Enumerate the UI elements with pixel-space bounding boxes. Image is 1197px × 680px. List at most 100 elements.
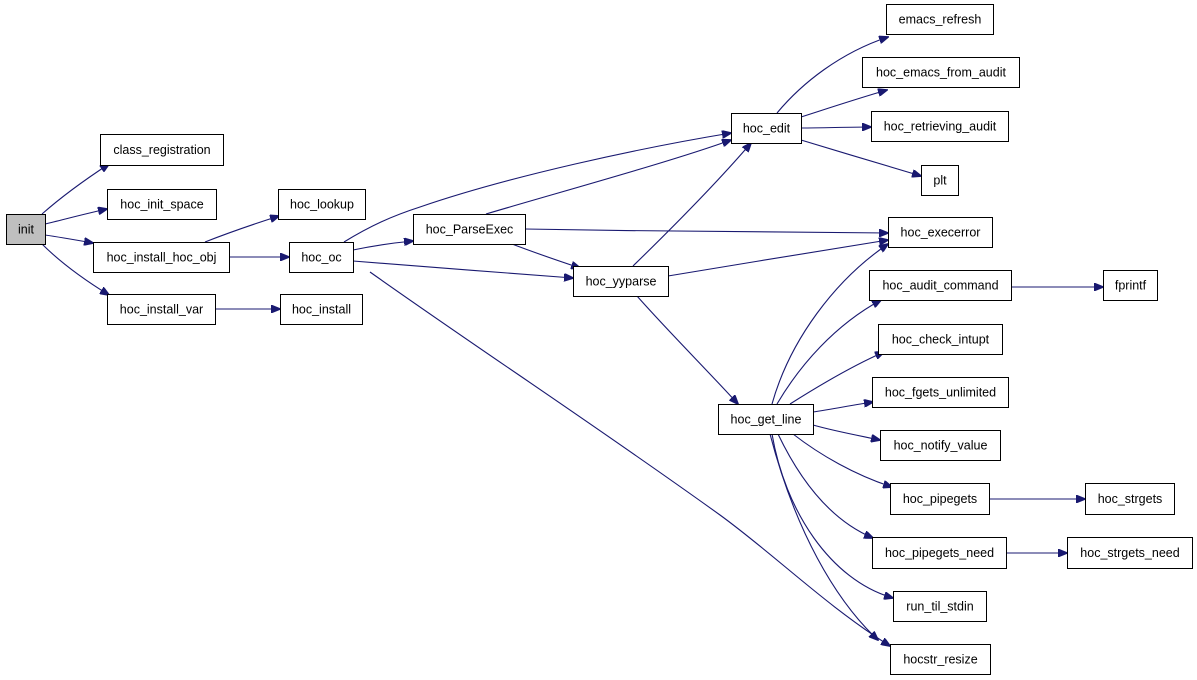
edge-line <box>44 209 107 225</box>
edge-line <box>776 300 881 405</box>
edge-hoc_get_line-to-hoc_notify_value <box>812 424 880 440</box>
node-label: hoc_fgets_unlimited <box>885 386 996 400</box>
node-fprintf[interactable]: fprintf <box>1103 270 1158 301</box>
node-label: hoc_execerror <box>901 226 981 240</box>
node-box <box>862 57 1020 88</box>
node-box <box>872 377 1009 408</box>
edge-line <box>771 433 893 598</box>
node-hoc_pipegets[interactable]: hoc_pipegets <box>890 483 990 515</box>
node-label: hoc_pipegets_need <box>885 546 994 560</box>
edge-line <box>769 433 878 640</box>
node-label: hoc_pipegets <box>903 492 977 506</box>
node-label: hoc_check_intupt <box>892 333 990 347</box>
edge-line <box>812 424 880 440</box>
edge-line <box>812 402 873 413</box>
node-box <box>573 266 669 297</box>
edge-hoc_edit-to-emacs_refresh <box>776 37 888 114</box>
node-label: hoc_notify_value <box>894 439 988 453</box>
node-box <box>107 294 216 325</box>
edge-line <box>352 241 413 251</box>
node-box <box>289 242 354 273</box>
node-label: init <box>18 223 35 237</box>
node-label: hoc_emacs_from_audit <box>876 66 1006 80</box>
node-label: hoc_init_space <box>120 198 203 212</box>
edge-line <box>41 243 109 295</box>
node-box <box>888 217 993 248</box>
node-hoc_oc[interactable]: hoc_oc <box>289 242 354 273</box>
node-hoc_ParseExec[interactable]: hoc_ParseExec <box>413 214 526 245</box>
node-hoc_retrieving_audit[interactable]: hoc_retrieving_audit <box>871 111 1009 142</box>
node-box <box>878 324 1003 355</box>
edge-hoc_yyparse-to-hoc_get_line <box>636 295 738 404</box>
edge-line <box>800 90 887 118</box>
node-hoc_execerror[interactable]: hoc_execerror <box>888 217 993 248</box>
node-hocstr_resize[interactable]: hocstr_resize <box>890 644 991 675</box>
edge-line <box>524 228 888 233</box>
edge-line <box>511 243 580 268</box>
edge-hoc_get_line-to-run_til_stdin <box>771 433 893 598</box>
node-hoc_init_space[interactable]: hoc_init_space <box>107 189 217 220</box>
node-label: fprintf <box>1115 279 1147 293</box>
node-hoc_notify_value[interactable]: hoc_notify_value <box>880 430 1001 461</box>
node-label: hoc_lookup <box>290 198 354 212</box>
edge-line <box>667 240 888 277</box>
edge-line <box>369 271 890 646</box>
edge-line <box>204 216 279 243</box>
node-plt[interactable]: plt <box>921 165 959 196</box>
node-label: hocstr_resize <box>903 653 977 667</box>
node-hoc_install[interactable]: hoc_install <box>280 294 363 325</box>
node-init[interactable]: init <box>6 214 46 245</box>
node-label: hoc_oc <box>301 251 341 265</box>
edge-line <box>792 433 892 487</box>
edge-line <box>800 139 921 176</box>
edge-hoc_get_line-to-hocstr_resize <box>769 433 878 640</box>
node-hoc_check_intupt[interactable]: hoc_check_intupt <box>878 324 1003 355</box>
node-hoc_edit[interactable]: hoc_edit <box>731 113 802 144</box>
node-box <box>1103 270 1158 301</box>
node-label: hoc_strgets_need <box>1080 546 1179 560</box>
node-label: hoc_edit <box>743 122 791 136</box>
edge-hoc_get_line-to-hoc_pipegets <box>792 433 892 487</box>
node-hoc_yyparse[interactable]: hoc_yyparse <box>573 266 669 297</box>
node-hoc_get_line[interactable]: hoc_get_line <box>718 404 814 435</box>
node-hoc_install_var[interactable]: hoc_install_var <box>107 294 216 325</box>
edge-hoc_ParseExec-to-hoc_execerror <box>524 228 888 233</box>
edge-hoc_get_line-to-hoc_audit_command <box>776 300 881 405</box>
node-hoc_audit_command[interactable]: hoc_audit_command <box>869 270 1012 301</box>
node-box <box>893 591 987 622</box>
node-emacs_refresh[interactable]: emacs_refresh <box>886 4 994 35</box>
node-label: hoc_strgets <box>1098 492 1163 506</box>
edge-line <box>632 143 751 267</box>
node-hoc_fgets_unlimited[interactable]: hoc_fgets_unlimited <box>872 377 1009 408</box>
node-hoc_lookup[interactable]: hoc_lookup <box>278 189 366 220</box>
node-box <box>731 113 802 144</box>
node-label: hoc_audit_command <box>882 279 998 293</box>
node-box <box>1067 537 1193 569</box>
node-box <box>1085 483 1175 515</box>
node-hoc_strgets[interactable]: hoc_strgets <box>1085 483 1175 515</box>
node-box <box>871 111 1009 142</box>
node-hoc_install_hoc_obj[interactable]: hoc_install_hoc_obj <box>93 242 230 273</box>
edge-line <box>789 352 884 405</box>
node-label: run_til_stdin <box>906 600 973 614</box>
edge-hoc_oc-to-hocstr_resize <box>369 271 890 646</box>
node-box <box>886 4 994 35</box>
node-hoc_strgets_need[interactable]: hoc_strgets_need <box>1067 537 1193 569</box>
edge-hoc_get_line-to-hoc_pipegets_need <box>777 433 873 538</box>
edge-hoc_oc-to-hoc_yyparse <box>352 260 573 278</box>
edge-line <box>41 164 109 215</box>
node-class_registration[interactable]: class_registration <box>100 134 224 166</box>
edge-hoc_ParseExec-to-hoc_edit <box>485 140 731 215</box>
node-box <box>890 483 990 515</box>
edge-hoc_install_hoc_obj-to-hoc_lookup <box>204 216 279 243</box>
node-label: hoc_install_hoc_obj <box>107 251 217 265</box>
edge-line <box>485 140 731 215</box>
node-label: class_registration <box>113 143 210 157</box>
edge-hoc_edit-to-hoc_retrieving_audit <box>800 127 871 128</box>
node-hoc_emacs_from_audit[interactable]: hoc_emacs_from_audit <box>862 57 1020 88</box>
edge-hoc_edit-to-plt <box>800 139 921 176</box>
node-box <box>880 430 1001 461</box>
node-run_til_stdin[interactable]: run_til_stdin <box>893 591 987 622</box>
node-label: hoc_install_var <box>120 303 203 317</box>
node-hoc_pipegets_need[interactable]: hoc_pipegets_need <box>872 537 1007 569</box>
